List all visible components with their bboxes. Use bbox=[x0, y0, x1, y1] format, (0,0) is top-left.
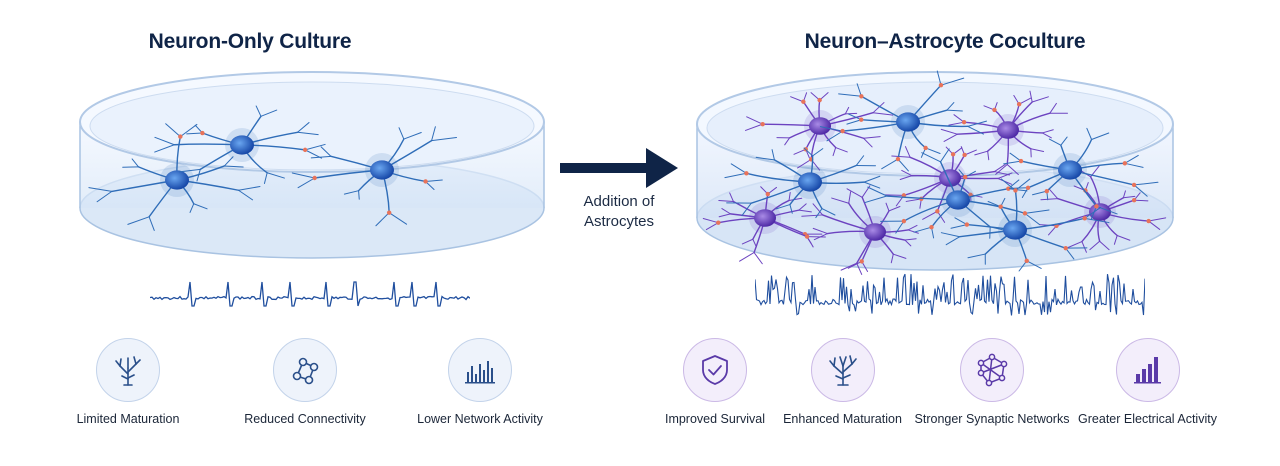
feature-label: Stronger Synaptic Networks bbox=[914, 412, 1070, 426]
neuron-cell bbox=[819, 70, 987, 172]
feature-lower-network-activity: Lower Network Activity bbox=[405, 338, 555, 426]
astrocyte-cell bbox=[702, 186, 826, 265]
feature-greater-electrical-activity: Greater Electrical Activity bbox=[1075, 338, 1220, 426]
coculture-activity-trace bbox=[755, 273, 1145, 316]
neuron-cell bbox=[154, 105, 326, 185]
feature-label: Improved Survival bbox=[664, 412, 766, 426]
transition-label: Addition of Astrocytes bbox=[558, 192, 680, 232]
shield-check-icon bbox=[683, 338, 747, 402]
tree-branch-icon bbox=[96, 338, 160, 402]
neuron-cell bbox=[291, 126, 457, 227]
neuron-cell bbox=[1003, 127, 1159, 221]
left-panel-title: Neuron-Only Culture bbox=[148, 30, 352, 53]
tree-branch-icon bbox=[810, 338, 875, 402]
tall-bars-icon bbox=[1115, 338, 1180, 402]
feature-enhanced-maturation: Enhanced Maturation bbox=[780, 338, 905, 426]
small-bars-icon bbox=[448, 338, 512, 402]
feature-label: Limited Maturation bbox=[76, 412, 180, 426]
astrocyte-cell bbox=[940, 90, 1068, 176]
feature-label: Lower Network Activity bbox=[417, 412, 543, 426]
right-arrow-icon bbox=[560, 148, 678, 188]
coculture-dish bbox=[696, 70, 1174, 275]
transition-label-line2: Astrocytes bbox=[583, 213, 655, 230]
feature-reduced-connectivity: Reduced Connectivity bbox=[225, 338, 385, 426]
feature-label: Greater Electrical Activity bbox=[1078, 412, 1217, 426]
transition-label-line1: Addition of bbox=[583, 193, 655, 210]
neuron-only-activity-trace bbox=[150, 281, 470, 307]
network-nodes-icon bbox=[960, 338, 1024, 402]
feature-limited-maturation: Limited Maturation bbox=[63, 338, 193, 426]
astrocyte-cell bbox=[1038, 165, 1167, 253]
feature-label: Reduced Connectivity bbox=[244, 412, 366, 426]
neuron-cell bbox=[940, 178, 1110, 272]
neuron-cell bbox=[724, 147, 881, 219]
feature-stronger-synaptic-networks: Stronger Synaptic Networks bbox=[912, 338, 1072, 426]
neuron-only-dish bbox=[79, 71, 545, 259]
feature-label: Enhanced Maturation bbox=[783, 412, 902, 426]
feature-improved-survival: Improved Survival bbox=[655, 338, 775, 426]
network-nodes-icon bbox=[273, 338, 337, 402]
right-panel-title: Neuron–Astrocyte Coculture bbox=[804, 30, 1086, 53]
astrocyte-cell bbox=[801, 185, 919, 275]
neuron-cell bbox=[864, 148, 1050, 239]
